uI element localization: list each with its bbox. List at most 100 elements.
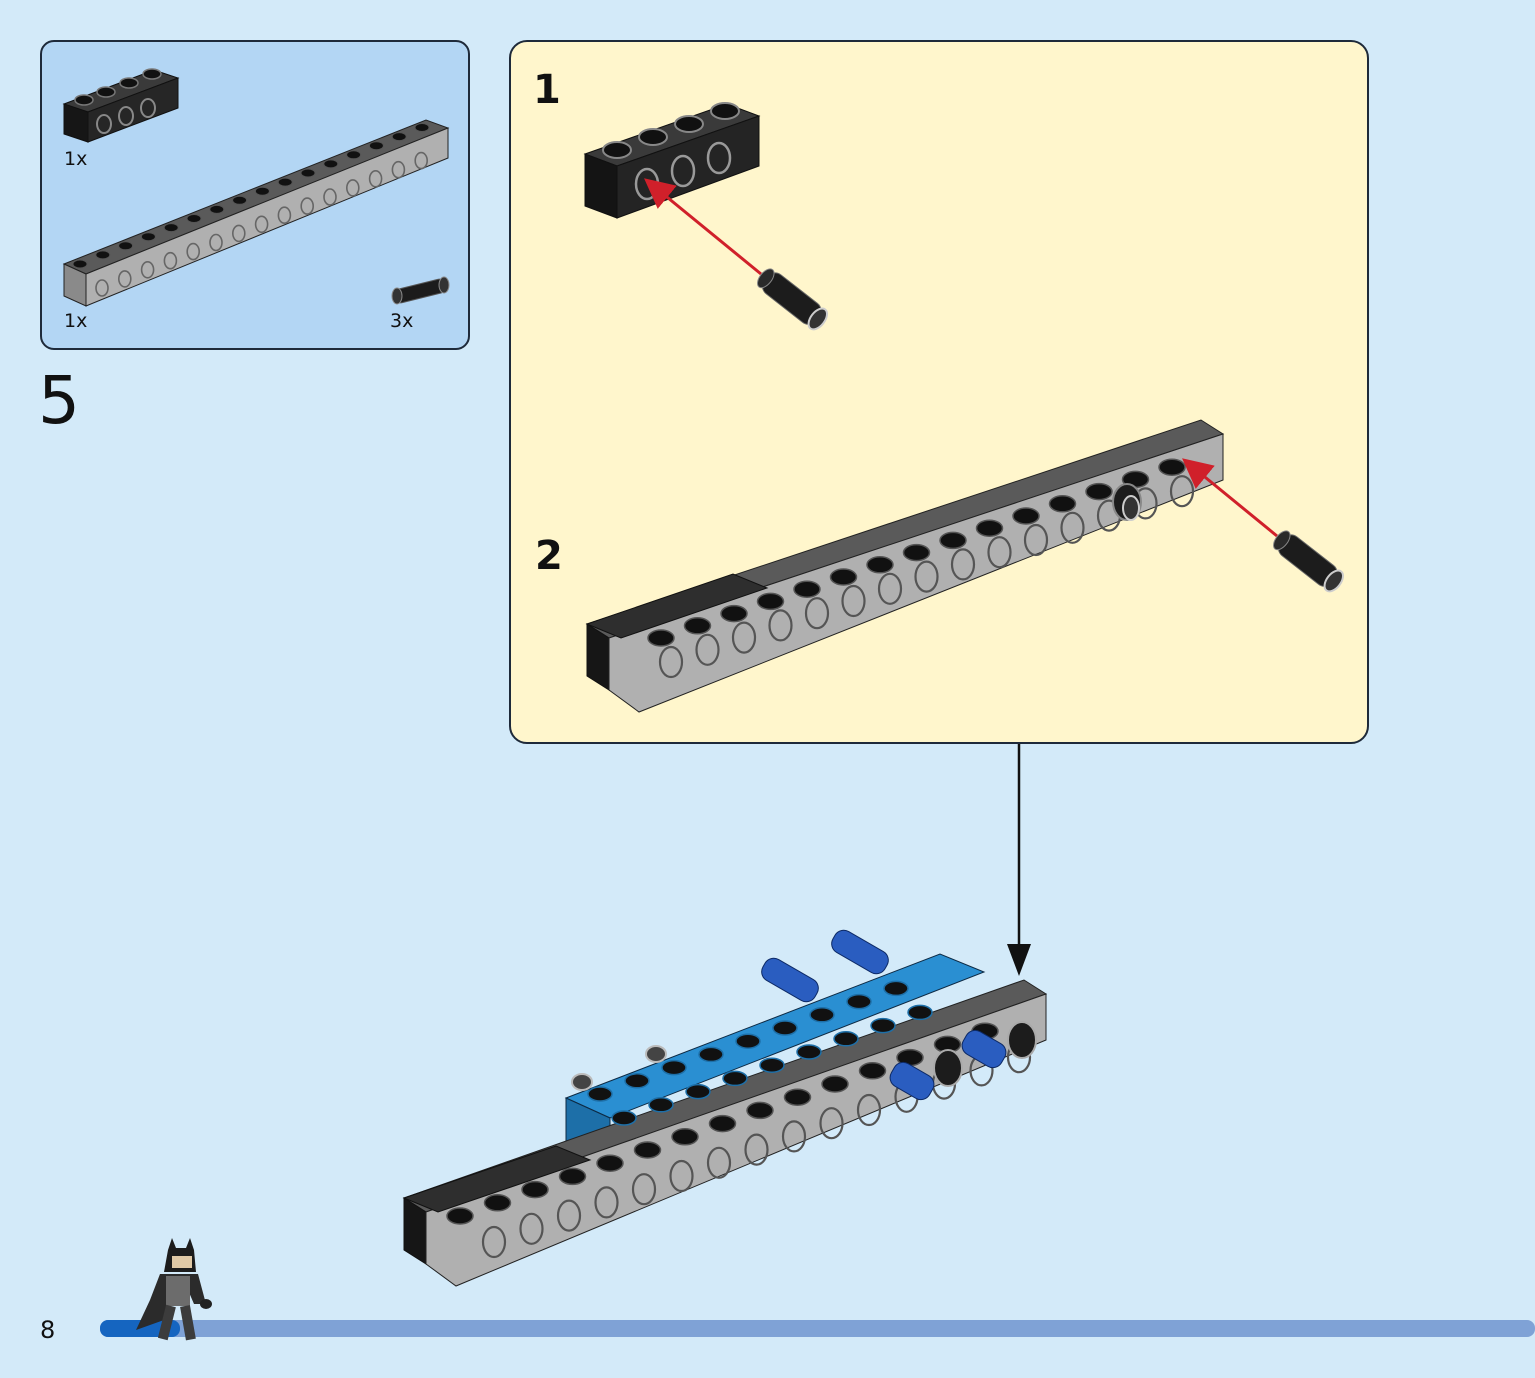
stud bbox=[975, 519, 1004, 537]
red-insert-arrow-2 bbox=[1182, 458, 1278, 538]
pin-hole bbox=[819, 1107, 844, 1140]
stud bbox=[521, 1180, 549, 1199]
sub-assembly-illustrations bbox=[583, 102, 1345, 713]
pin-hole bbox=[594, 1186, 619, 1219]
pin-hole bbox=[768, 609, 793, 642]
pin-hole bbox=[931, 1067, 957, 1100]
stud bbox=[483, 1194, 512, 1212]
stud bbox=[756, 592, 785, 611]
stud bbox=[95, 250, 111, 260]
blue-plate-stud bbox=[661, 1059, 687, 1076]
stud bbox=[939, 531, 967, 550]
pin-hole bbox=[186, 242, 200, 261]
stud bbox=[1085, 482, 1113, 501]
pin-hole bbox=[277, 206, 292, 224]
blue-plate-stud bbox=[809, 1007, 835, 1023]
sub-step-2-assembly bbox=[585, 419, 1225, 713]
stud bbox=[596, 1154, 624, 1172]
pin-hole bbox=[368, 170, 383, 188]
blue-plate-stud bbox=[846, 993, 872, 1010]
stud bbox=[821, 1075, 849, 1093]
stud bbox=[829, 568, 858, 586]
pin-hole bbox=[695, 633, 720, 666]
stud bbox=[72, 259, 88, 269]
batman-minifigure-icon bbox=[136, 1238, 212, 1341]
stud bbox=[1158, 458, 1186, 476]
pin-hole bbox=[744, 1133, 769, 1166]
pin-hole bbox=[1006, 1041, 1032, 1074]
blue-plate-stud bbox=[587, 1086, 613, 1102]
part-qty-brick-1x16: 1x bbox=[64, 310, 88, 332]
stud bbox=[1048, 495, 1077, 513]
blue-plate-stud bbox=[648, 1097, 674, 1113]
pin-hole bbox=[856, 1093, 882, 1127]
black-friction-pin-icon bbox=[391, 276, 450, 305]
blue-plate-stud bbox=[611, 1110, 637, 1126]
stud bbox=[300, 168, 316, 178]
stud bbox=[209, 204, 225, 214]
stud bbox=[933, 1035, 962, 1054]
parts-illustrations bbox=[62, 68, 450, 307]
pin-hole bbox=[414, 151, 429, 170]
stud bbox=[683, 617, 712, 635]
sub-step-2-friction-pin bbox=[1273, 530, 1345, 593]
pin-hole bbox=[118, 270, 132, 288]
pin-hole bbox=[556, 1199, 582, 1232]
pin-hole bbox=[969, 1054, 994, 1087]
pin-hole bbox=[1169, 475, 1195, 508]
pin-hole bbox=[877, 572, 903, 605]
stud bbox=[414, 123, 430, 132]
blue-plate-stud bbox=[883, 980, 909, 997]
blue-plate-stud bbox=[698, 1046, 724, 1063]
stud bbox=[323, 159, 339, 169]
blue-pins-icon bbox=[761, 929, 889, 1003]
pin-hole bbox=[300, 197, 315, 215]
stud bbox=[708, 1114, 737, 1133]
pin-hole bbox=[669, 1159, 694, 1193]
part-qty-brick-1x4: 1x bbox=[64, 148, 88, 170]
sub-step-number-1: 1 bbox=[533, 67, 561, 113]
stud bbox=[277, 177, 293, 187]
progress-track bbox=[100, 1320, 1535, 1337]
sub-assembly-panel: 1 2 bbox=[509, 40, 1369, 744]
blue-plate-stud bbox=[833, 1031, 859, 1047]
pin-hole bbox=[1023, 523, 1049, 557]
pin-hole bbox=[519, 1212, 544, 1245]
blue-plate-stud bbox=[624, 1073, 650, 1089]
pin-hole bbox=[254, 215, 269, 234]
pin-hole bbox=[1060, 511, 1085, 544]
blue-plate-stud bbox=[722, 1070, 748, 1087]
stud bbox=[896, 1048, 924, 1067]
pin-hole bbox=[706, 1146, 732, 1179]
pin-hole bbox=[914, 560, 939, 593]
blue-plate-stud bbox=[685, 1083, 711, 1100]
stud bbox=[254, 186, 270, 196]
stud bbox=[971, 1022, 999, 1040]
stud bbox=[140, 232, 156, 242]
stud bbox=[118, 241, 134, 251]
pin-hole bbox=[987, 536, 1012, 569]
side-pins-icon bbox=[571, 1021, 1037, 1101]
stud bbox=[391, 132, 407, 142]
stud bbox=[558, 1167, 587, 1186]
pin-hole bbox=[631, 1173, 657, 1206]
pin-hole bbox=[232, 224, 246, 243]
stud bbox=[633, 1141, 662, 1159]
stud bbox=[346, 150, 362, 160]
pin-hole bbox=[391, 160, 406, 179]
pin-hole bbox=[658, 645, 684, 679]
stud bbox=[793, 580, 821, 598]
blue-plate-stud bbox=[772, 1020, 798, 1036]
pin-hole bbox=[140, 261, 155, 279]
stud bbox=[647, 629, 675, 647]
blue-plate-stud bbox=[759, 1057, 785, 1073]
pin-hole bbox=[345, 179, 360, 197]
stud bbox=[746, 1101, 774, 1120]
blue-plate-stud bbox=[735, 1033, 761, 1049]
pin-hole bbox=[95, 279, 109, 297]
stud bbox=[163, 223, 179, 233]
stud bbox=[783, 1088, 812, 1106]
part-qty-friction-pin: 3x bbox=[390, 310, 414, 332]
blue-plate-stud bbox=[907, 1004, 933, 1021]
pin-hole bbox=[323, 188, 337, 206]
